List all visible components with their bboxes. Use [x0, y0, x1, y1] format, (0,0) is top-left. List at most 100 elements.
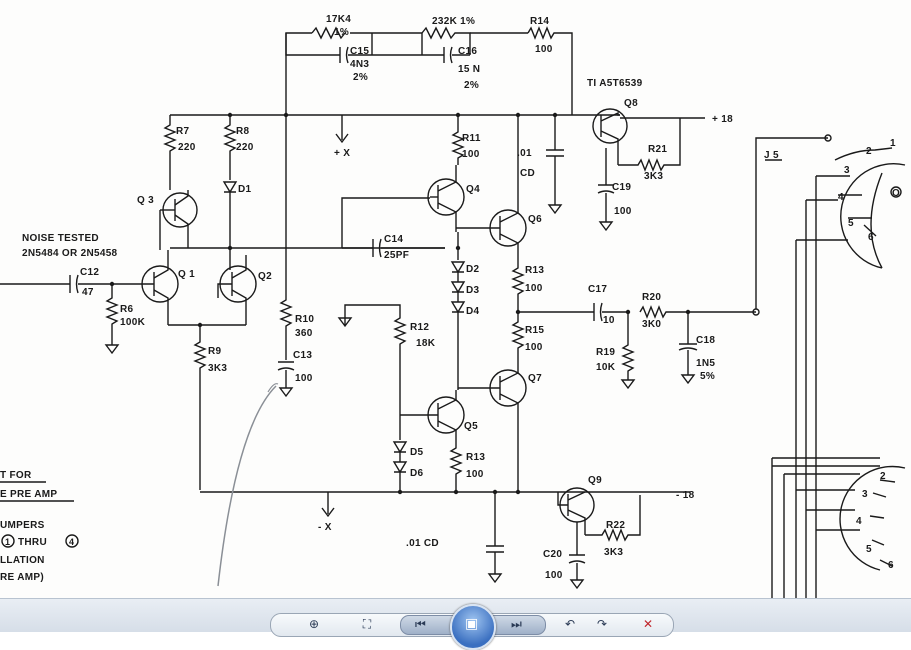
slideshow-icon: ▣	[465, 616, 479, 632]
q8-label: Q8	[624, 98, 638, 109]
r21-ref: R21	[648, 144, 667, 155]
c20-value: 100	[545, 570, 563, 581]
r15-ref: R15	[525, 325, 544, 336]
r9-value: 3K3	[208, 363, 227, 374]
sw-bottom-pin-6: 6	[888, 560, 894, 571]
c15-ref: C15	[350, 46, 369, 57]
fit-window-icon: ⛶	[362, 616, 372, 631]
q2-transistor	[217, 255, 257, 325]
c16-ref: C16	[458, 46, 477, 57]
next-button[interactable]: ⏭	[492, 615, 546, 635]
r14-ref: R13	[525, 265, 544, 276]
r12-ref: R12	[410, 322, 429, 333]
slideshow-button[interactable]: ▣	[450, 604, 496, 650]
previous-button[interactable]: ⏮	[400, 615, 454, 635]
minus-x-label: - X	[318, 522, 332, 533]
r19-ref: R19	[596, 347, 615, 358]
sw-top-pin-3: 3	[844, 165, 850, 176]
q5-transistor	[400, 390, 465, 440]
r10-value: 360	[295, 328, 313, 339]
c15-tol: 2%	[353, 72, 368, 83]
c18-value: 1N5	[696, 358, 715, 369]
r10-ref: R10	[295, 314, 314, 325]
q9-transistor	[557, 487, 595, 535]
next-icon: ⏭	[511, 616, 522, 631]
q6-label: Q6	[528, 214, 542, 225]
rotate-cw-button[interactable]: ↷	[592, 617, 612, 631]
r20-ref: R20	[642, 292, 661, 303]
c18-tol: 5%	[700, 371, 715, 382]
left-note-circle-1: 1	[5, 537, 10, 547]
d4-label: D4	[466, 306, 480, 317]
q4-label: Q4	[466, 184, 480, 195]
rotate-ccw-button[interactable]: ↶	[560, 617, 580, 631]
sw-top-center: O	[892, 188, 900, 199]
c16-value: 15 N	[458, 64, 480, 75]
r18-value: 100	[535, 44, 553, 55]
delete-button[interactable]: ✕	[638, 617, 658, 631]
minus-18-label: - 18	[676, 490, 695, 501]
top-r2-value: 232K 1%	[432, 16, 475, 27]
c12-value: 47	[82, 287, 94, 298]
top-r1-value: 17K4	[326, 14, 351, 25]
r7-value: 220	[178, 142, 196, 153]
fit-window-button[interactable]: ⛶	[356, 617, 378, 631]
q7-transistor	[458, 365, 527, 492]
d1-label: D1	[238, 184, 252, 195]
q4-transistor	[427, 165, 465, 232]
q3-transistor	[159, 190, 198, 250]
sw-top-pin-1: 1	[890, 138, 896, 149]
c20-ref: C20	[543, 549, 562, 560]
c13-ref: C13	[293, 350, 312, 361]
d3-label: D3	[466, 285, 480, 296]
r15-value: 100	[525, 342, 543, 353]
zoom-button[interactable]: ⊕	[300, 617, 328, 631]
noise-tested-label: NOISE TESTED	[22, 233, 99, 244]
c14-ref: C14	[384, 234, 403, 245]
r12-value: 18K	[416, 338, 436, 349]
top-r1-tol: 1%	[334, 27, 349, 38]
r14-value: 100	[525, 283, 543, 294]
rotate-cw-icon: ↷	[596, 617, 608, 631]
r6-value: 100K	[120, 317, 146, 328]
previous-icon: ⏮	[415, 616, 426, 631]
d2-label: D2	[466, 264, 480, 275]
sw-bottom-pin-3: 3	[862, 489, 868, 500]
r8-ref: R8	[236, 126, 250, 137]
q3-label: Q 3	[137, 195, 154, 206]
j5-label: J 5	[764, 150, 779, 161]
r22-value: 3K3	[604, 547, 623, 558]
schematic-diagram: 17K4 1% C15 4N3 2% 232K 1% C16 15 N 2% R…	[0, 14, 906, 598]
q1-transistor	[100, 250, 179, 325]
q1-label: Q 1	[178, 269, 195, 280]
d5-label: D5	[410, 447, 424, 458]
rotate-ccw-icon: ↶	[564, 617, 576, 631]
sw-top-pin-4: 4	[838, 192, 844, 203]
sw-bottom-pin-4: 4	[856, 516, 862, 527]
j5-switch-bottom	[771, 457, 906, 598]
r13-ref: R13	[466, 452, 485, 463]
sw-bottom-pin-2: 2	[880, 471, 886, 482]
r18-ref: R14	[530, 16, 549, 27]
q6-transistor	[456, 115, 527, 260]
feedback-network	[285, 26, 573, 115]
r9-ref: R9	[208, 346, 222, 357]
c17-ref: C17	[588, 284, 607, 295]
d6-label: D6	[410, 468, 424, 479]
c15-value: 4N3	[350, 59, 369, 70]
r21-value: 3K3	[644, 171, 663, 182]
schematic-canvas: 17K4 1% C15 4N3 2% 232K 1% C16 15 N 2% R…	[0, 14, 906, 598]
cd-top-value: .01	[517, 148, 532, 159]
r7-ref: R7	[176, 126, 190, 137]
left-note-1: T FOR	[0, 470, 32, 481]
r13-value: 100	[466, 469, 484, 480]
sw-top-pin-5: 5	[848, 218, 854, 229]
sw-top-pin-6: 6	[868, 232, 874, 243]
j5-switch-top	[765, 147, 906, 598]
c12-ref: C12	[80, 267, 99, 278]
q8-transistor	[592, 108, 705, 165]
left-note-6: RE AMP)	[0, 572, 44, 583]
zoom-icon: ⊕	[308, 617, 320, 631]
sw-top-pin-2: 2	[866, 146, 872, 157]
q5-label: Q5	[464, 421, 478, 432]
